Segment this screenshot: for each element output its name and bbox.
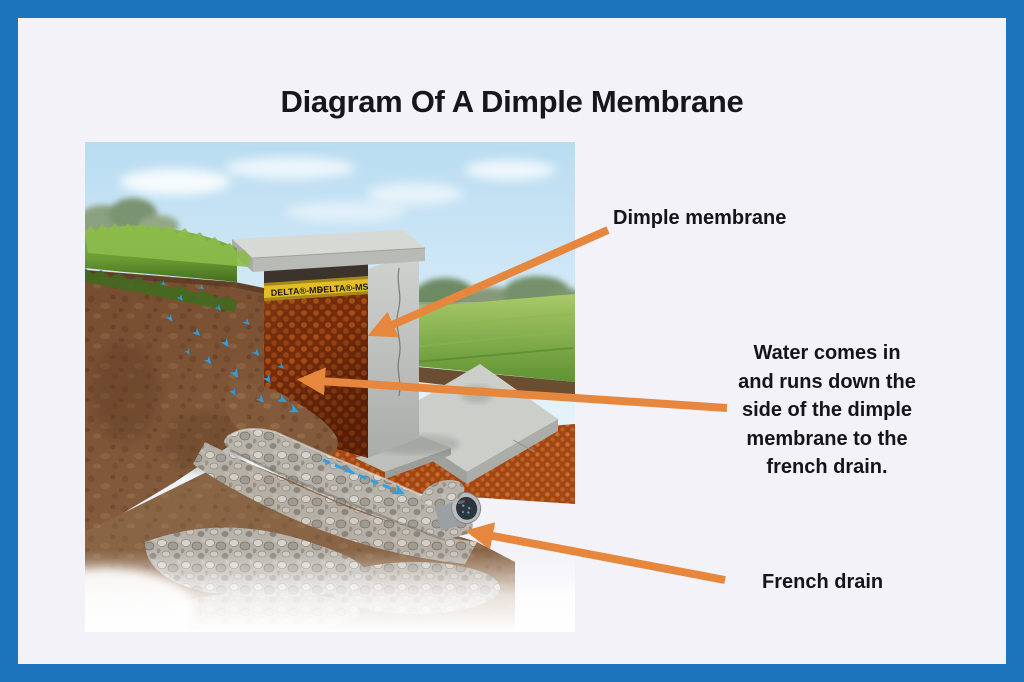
clouds <box>120 157 555 222</box>
water-note-line-3: side of the dimple <box>741 399 913 421</box>
label-french-drain: French drain <box>762 571 884 593</box>
soil-cross-section <box>84 270 265 532</box>
grass-top <box>85 223 251 312</box>
water-note-line-4: membrane to the <box>746 427 908 450</box>
footing-edge <box>385 448 451 479</box>
dimple-membrane-illustration: DELTA®-MS DELTA®-MS <box>18 142 597 652</box>
gravel-trench <box>193 427 482 564</box>
water-stream <box>322 458 406 499</box>
delta-ms-text-left: DELTA®-MS <box>270 285 322 298</box>
delta-ms-band: DELTA®-MS DELTA®-MS <box>264 276 369 301</box>
water-note-line-2: and runs down the <box>738 370 916 393</box>
page-title: Diagram Of A Dimple Membrane <box>280 84 744 119</box>
delta-ms-text-right: DELTA®-MS <box>316 282 368 295</box>
illustration-svg: DELTA®-MS DELTA®-MS <box>18 142 597 652</box>
water-note-line-5: french drain. <box>766 456 888 478</box>
wall-concrete-side <box>368 250 419 458</box>
label-water-note: Water comes in and runs down the side of… <box>707 339 947 482</box>
water-note-line-1: Water comes in <box>753 342 901 364</box>
label-dimple-membrane: Dimple membrane <box>613 207 787 229</box>
